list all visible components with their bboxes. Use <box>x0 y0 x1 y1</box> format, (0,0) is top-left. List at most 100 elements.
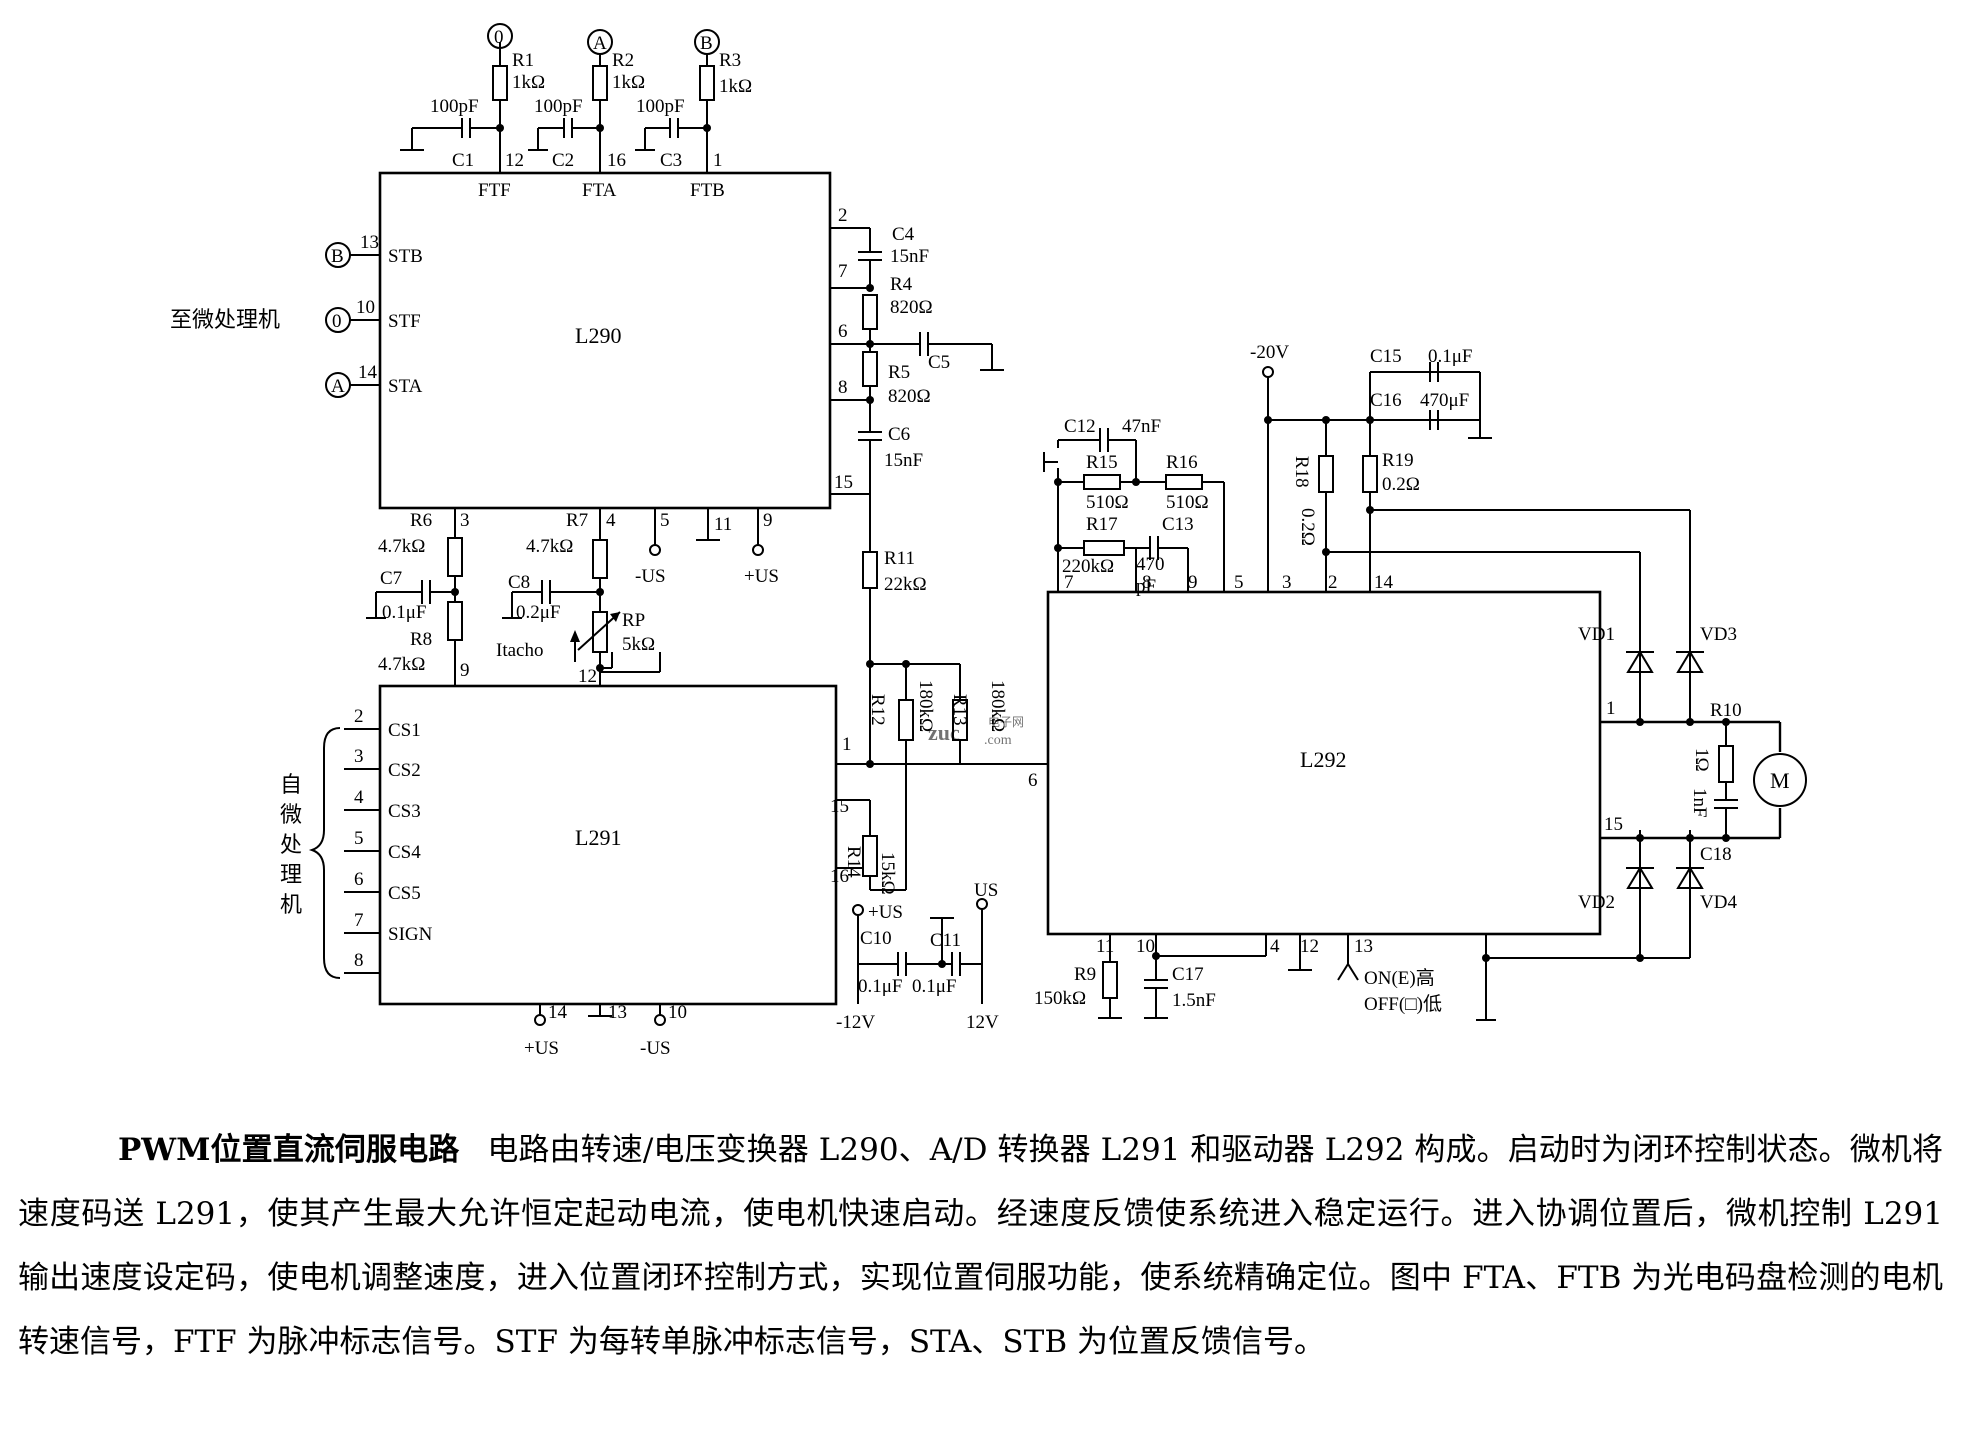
svg-text:470μF: 470μF <box>1420 390 1469 411</box>
svg-text:22kΩ: 22kΩ <box>884 574 927 595</box>
svg-text:A: A <box>593 33 607 54</box>
svg-text:100pF: 100pF <box>534 96 583 117</box>
svg-text:3: 3 <box>354 746 364 767</box>
svg-text:14: 14 <box>548 1002 568 1023</box>
svg-text:A: A <box>331 376 345 397</box>
r1-resistor <box>492 65 508 101</box>
vd4-diode <box>1676 830 1704 958</box>
r8-resistor <box>447 601 463 641</box>
r6-resistor <box>447 537 463 577</box>
svg-text:4.7kΩ: 4.7kΩ <box>378 654 425 675</box>
svg-text:12: 12 <box>505 150 524 171</box>
svg-text:STF: STF <box>388 311 421 332</box>
svg-text:C2: C2 <box>552 150 574 171</box>
r4-resistor <box>862 294 878 330</box>
r14-resistor <box>862 835 878 877</box>
svg-text:820Ω: 820Ω <box>890 297 933 318</box>
r11-resistor <box>862 551 878 589</box>
svg-text:1kΩ: 1kΩ <box>512 72 545 93</box>
svg-text:7: 7 <box>1064 572 1074 593</box>
svg-text:C1: C1 <box>452 150 474 171</box>
rp-potentiometer <box>592 611 608 653</box>
svg-text:5kΩ: 5kΩ <box>622 634 655 655</box>
r7-resistor <box>592 539 608 579</box>
ftf-label: FTF <box>478 180 511 201</box>
svg-text:9: 9 <box>763 510 773 531</box>
to-mcu-note: 至微处理机 <box>170 307 280 332</box>
svg-text:0: 0 <box>332 311 342 332</box>
svg-text:1.5nF: 1.5nF <box>1172 990 1216 1011</box>
r5-resistor <box>862 351 878 387</box>
vd3-diode <box>1676 632 1704 720</box>
svg-text:-12V: -12V <box>836 1012 875 1033</box>
svg-text:1kΩ: 1kΩ <box>612 72 645 93</box>
r17-resistor <box>1083 540 1125 556</box>
svg-text:180kΩ: 180kΩ <box>915 680 936 732</box>
svg-text:R7: R7 <box>566 510 588 531</box>
svg-text:C15: C15 <box>1370 346 1402 367</box>
svg-text:15: 15 <box>830 796 849 817</box>
svg-text:7: 7 <box>354 910 364 931</box>
svg-text:13: 13 <box>1354 936 1373 957</box>
svg-text:电子网: 电子网 <box>988 715 1024 729</box>
vd1-diode <box>1626 632 1654 720</box>
svg-text:C13: C13 <box>1162 514 1194 535</box>
svg-text:100pF: 100pF <box>636 96 685 117</box>
svg-text:0.1μF: 0.1μF <box>912 976 957 997</box>
svg-text:2: 2 <box>838 205 848 226</box>
svg-text:180kΩ: 180kΩ <box>987 680 1008 732</box>
svg-text:+US: +US <box>524 1038 559 1059</box>
svg-text:11: 11 <box>714 514 732 535</box>
svg-text:C7: C7 <box>380 568 402 589</box>
svg-text:6: 6 <box>838 321 848 342</box>
svg-text:15: 15 <box>834 472 853 493</box>
svg-text:-US: -US <box>635 566 666 587</box>
svg-text:3: 3 <box>460 510 470 531</box>
node-zero-top <box>487 23 513 49</box>
l290-label: L290 <box>575 323 621 348</box>
r19-resistor <box>1362 455 1378 493</box>
svg-text:+US: +US <box>868 902 903 923</box>
svg-text:R11: R11 <box>884 548 915 569</box>
svg-text:16: 16 <box>830 866 849 887</box>
ftb-label: FTB <box>690 180 725 201</box>
svg-text:510Ω: 510Ω <box>1166 492 1209 513</box>
svg-text:13: 13 <box>608 1002 627 1023</box>
svg-text:理: 理 <box>280 862 302 887</box>
svg-text:510Ω: 510Ω <box>1086 492 1129 513</box>
r10-resistor <box>1718 745 1734 783</box>
svg-text:8: 8 <box>354 950 364 971</box>
svg-text:US: US <box>974 880 998 901</box>
svg-text:R13: R13 <box>949 694 970 726</box>
svg-text:10: 10 <box>1136 936 1155 957</box>
svg-text:C3: C3 <box>660 150 682 171</box>
r15-resistor <box>1083 474 1121 490</box>
vd2-diode <box>1626 830 1654 958</box>
svg-text:220kΩ: 220kΩ <box>1062 556 1114 577</box>
l292-label: L292 <box>1300 747 1346 772</box>
r2-resistor <box>592 65 608 101</box>
svg-text:R6: R6 <box>410 510 432 531</box>
svg-text:5: 5 <box>660 510 670 531</box>
svg-text:8: 8 <box>838 377 848 398</box>
svg-text:VD2: VD2 <box>1578 892 1615 913</box>
svg-text:VD3: VD3 <box>1700 624 1737 645</box>
l291-label: L291 <box>575 825 621 850</box>
svg-text:4: 4 <box>1270 936 1280 957</box>
watermark: zuc 电子网 .com <box>928 715 1024 748</box>
svg-text:4.7kΩ: 4.7kΩ <box>378 536 425 557</box>
svg-text:R1: R1 <box>512 50 534 71</box>
svg-text:C18: C18 <box>1700 844 1732 865</box>
svg-text:9: 9 <box>1188 572 1198 593</box>
svg-text:微: 微 <box>280 802 302 827</box>
l292-chip <box>1046 590 1602 936</box>
caption: PWM位置直流伺服电路电路由转速/电压变换器 L290、A/D 转换器 L291… <box>18 1118 1943 1374</box>
svg-text:0.2μF: 0.2μF <box>516 602 561 623</box>
svg-text:C17: C17 <box>1172 964 1204 985</box>
svg-text:C16: C16 <box>1370 390 1402 411</box>
svg-text:C10: C10 <box>860 928 892 949</box>
svg-text:B: B <box>331 246 344 267</box>
svg-text:12: 12 <box>1300 936 1319 957</box>
cs4-label: CS4 <box>388 842 421 863</box>
svg-text:15kΩ: 15kΩ <box>877 852 898 895</box>
